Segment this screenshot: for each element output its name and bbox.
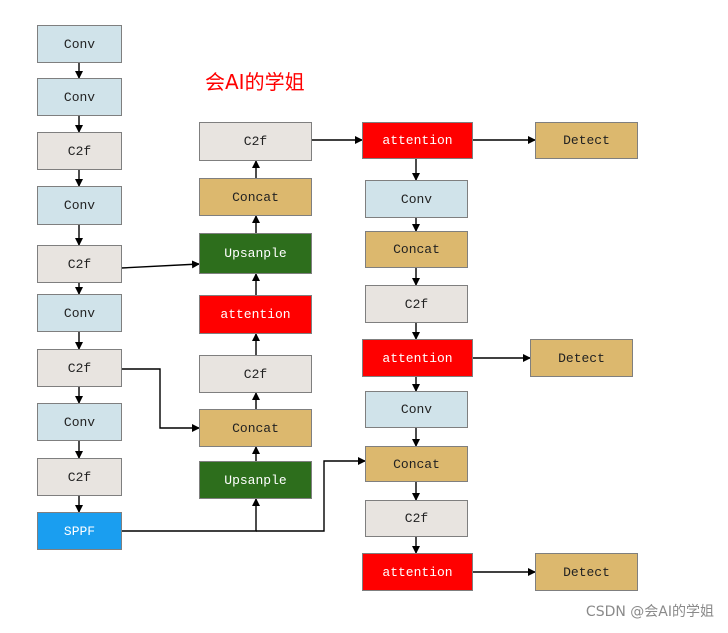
backbone-conv-4: Conv: [37, 294, 122, 332]
backbone-conv-3: Conv: [37, 186, 122, 225]
neck-upsample-bottom: Upsanple: [199, 461, 312, 499]
diagram-title: 会AI的学姐: [205, 70, 305, 94]
neck-concat-top: Concat: [199, 178, 312, 216]
head-concat-1: Concat: [365, 231, 468, 268]
watermark: CSDN @会AI的学姐: [585, 604, 714, 620]
neck-concat-bottom: Concat: [199, 409, 312, 447]
head-attention-3: attention: [362, 553, 473, 591]
arrow: [120, 260, 200, 269]
backbone-sppf: SPPF: [37, 512, 122, 550]
backbone-c2f-1: C2f: [37, 132, 122, 170]
neck-upsample-top: Upsanple: [199, 233, 312, 274]
detect-head-3: Detect: [535, 553, 638, 591]
neck-attention: attention: [199, 295, 312, 334]
backbone-conv-1: Conv: [37, 25, 122, 63]
backbone-c2f-3: C2f: [37, 349, 122, 387]
arrow: [121, 498, 260, 532]
head-concat-2: Concat: [365, 446, 468, 482]
arrow: [256, 457, 366, 532]
neck-c2f-top: C2f: [199, 122, 312, 161]
head-conv-1: Conv: [365, 180, 468, 218]
head-attention-1: attention: [362, 122, 473, 159]
backbone-c2f-4: C2f: [37, 458, 122, 496]
head-attention-2: attention: [362, 339, 473, 377]
backbone-conv-2: Conv: [37, 78, 122, 116]
head-c2f-1: C2f: [365, 285, 468, 323]
backbone-conv-5: Conv: [37, 403, 122, 441]
neck-c2f-mid: C2f: [199, 355, 312, 393]
head-c2f-2: C2f: [365, 500, 468, 537]
head-conv-2: Conv: [365, 391, 468, 428]
detect-head-1: Detect: [535, 122, 638, 159]
arrow: [121, 368, 200, 432]
backbone-c2f-2: C2f: [37, 245, 122, 283]
detect-head-2: Detect: [530, 339, 633, 377]
